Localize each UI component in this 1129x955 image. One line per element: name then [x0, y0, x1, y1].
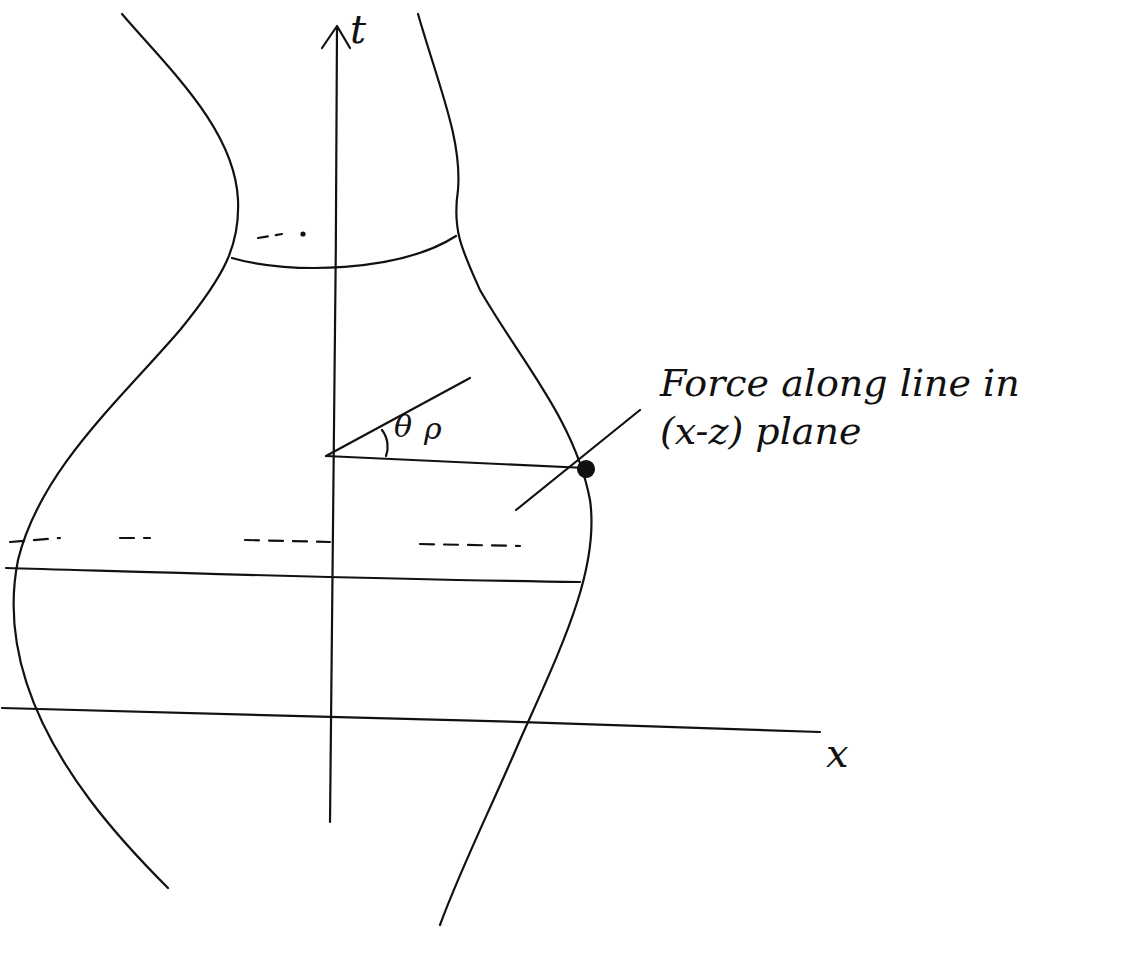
waist-ring-front — [6, 568, 580, 582]
neck-ring-front — [232, 236, 456, 268]
neck-ring-back — [258, 234, 282, 238]
radius-line — [326, 456, 586, 468]
neck-ring-back-dot — [302, 233, 305, 236]
force-leader-line — [516, 410, 640, 510]
axis-label: t — [350, 4, 366, 54]
surface-outline-left — [14, 14, 239, 888]
axis-label: x — [826, 728, 849, 778]
force-point — [578, 461, 594, 477]
radius-label: ρ — [424, 410, 442, 448]
force-note: Force along line in (x-z) plane — [660, 360, 1030, 455]
t-axis-arrowhead — [322, 26, 350, 48]
angle-ray — [326, 378, 470, 456]
t-axis — [330, 28, 337, 822]
x-axis — [2, 708, 820, 732]
angle-label: θ — [394, 408, 412, 446]
waist-ring-back — [10, 538, 520, 546]
angle-arc — [382, 430, 388, 456]
